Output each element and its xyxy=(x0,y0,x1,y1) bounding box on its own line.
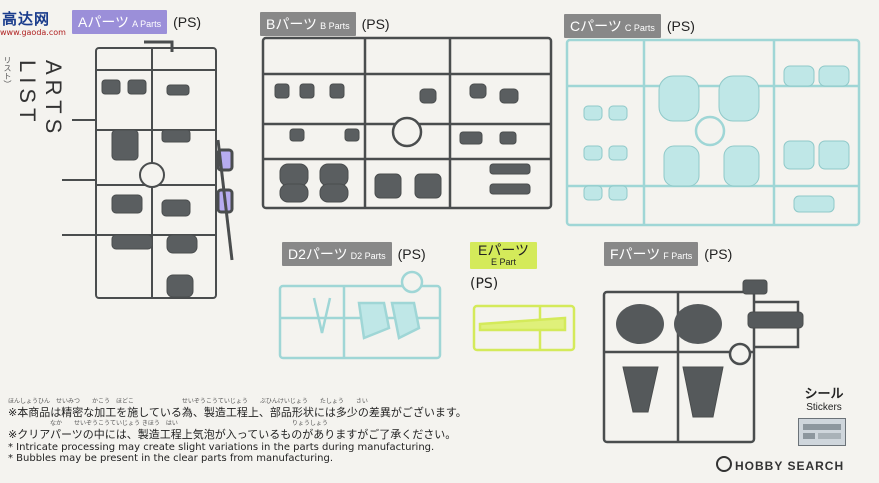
watermark-brand: 高达网 xyxy=(2,10,51,28)
runner-c-diagram xyxy=(565,38,861,227)
note-en-2: * Bubbles may be present in the clear pa… xyxy=(8,453,334,464)
stickers-label-jp: シール xyxy=(804,386,844,401)
runner-c-ps: (PS) xyxy=(666,18,695,34)
notes-block: ほんしょうひん せいみつ かこう ほどこ せいぞうこうていじょう ぶひんけいじょ… xyxy=(8,398,528,464)
note-jp-1: ※本商品は精密な加工を施している為、製造工程上、部品形状には多少の差異がございま… xyxy=(8,406,467,419)
note-jp-2: ※クリアパーツの中には、製造工程上気泡が入っているものがありますがご了承ください… xyxy=(8,428,457,441)
runner-b-ps: (PS) xyxy=(361,16,390,32)
runner-b-diagram xyxy=(261,36,553,210)
runner-e-diagram xyxy=(472,304,576,352)
vertical-title-small: リスト） xyxy=(3,56,12,88)
vertical-title-main: ARTS LIST xyxy=(15,60,66,139)
hobby-search-logo: HOBBY SEARCH xyxy=(716,456,844,473)
note-en-1: * Intricate processing may create slight… xyxy=(8,442,435,453)
stickers-label: シール Stickers xyxy=(794,383,854,413)
runner-a-diagram xyxy=(62,40,234,299)
watermark-domain: www.gaoda.com xyxy=(0,28,66,37)
note-furigana-1: ほんしょうひん せいみつ かこう ほどこ せいぞうこうていじょう ぶひんけいじょ… xyxy=(8,398,368,405)
watermark-logo: 高达网 www.gaoda.com xyxy=(0,6,70,42)
sticker-sheet-image xyxy=(798,418,846,446)
parts-list-vertical-title: リスト） ARTS LIST xyxy=(0,56,66,200)
runner-f-diagram xyxy=(602,279,804,444)
stickers-label-en: Stickers xyxy=(806,402,842,413)
runner-e-ps: (PS) xyxy=(470,276,499,292)
runner-d2-ps: (PS) xyxy=(397,246,426,262)
runner-a-ps: (PS) xyxy=(173,14,202,30)
hobby-search-icon xyxy=(716,456,732,472)
runner-d2-diagram xyxy=(278,270,442,360)
runner-f-ps: (PS) xyxy=(704,246,733,262)
note-furigana-2: なか せいぞうこうていじょう きほう はい りょうしょう xyxy=(8,420,328,427)
